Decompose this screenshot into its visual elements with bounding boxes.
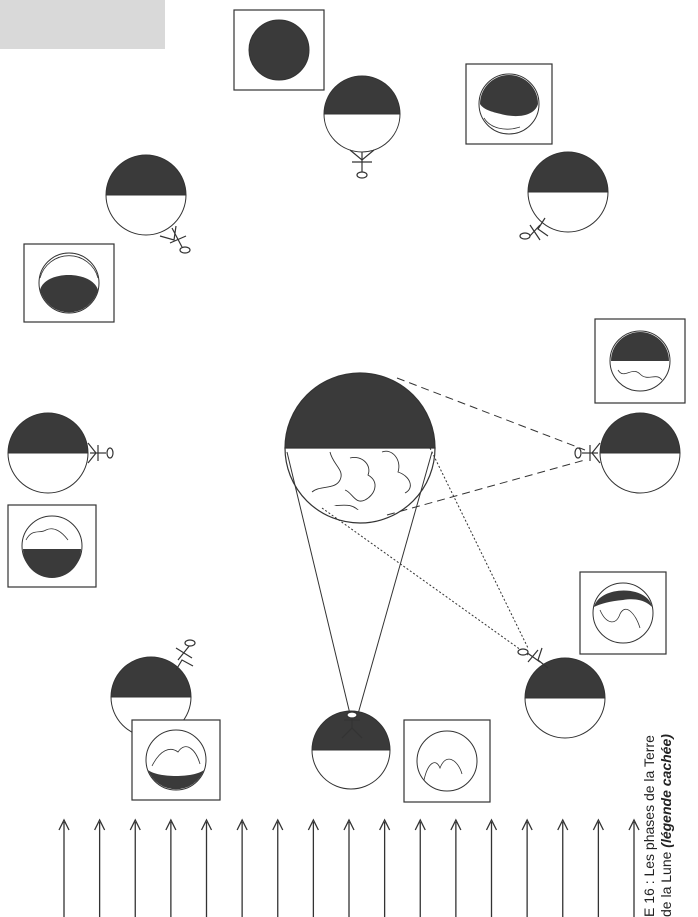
phase-view-box — [23, 243, 115, 323]
sun-ray-arrow-icon — [485, 818, 498, 917]
sun-ray-arrow-icon — [129, 818, 141, 917]
moon-right — [599, 412, 681, 494]
sun-ray-arrow-icon — [557, 818, 569, 917]
sun-ray-arrow-icon — [521, 818, 533, 917]
phase-view-box — [403, 719, 491, 803]
observer-figures — [87, 149, 601, 739]
sun-ray-arrow-icon — [343, 818, 355, 917]
sun-ray-arrow-icon — [165, 818, 177, 917]
sun-ray-arrow-icon — [379, 818, 391, 917]
observer-figure-icon — [341, 711, 363, 739]
observer-figure-icon — [175, 639, 196, 671]
moon-lower-right — [524, 657, 606, 739]
phase-view-box — [131, 719, 221, 801]
sun-rays — [58, 818, 640, 917]
lines-of-sight — [286, 377, 586, 715]
caption-hidden-legend: (légende cachée) — [658, 734, 674, 848]
observer-figure-icon — [159, 225, 191, 254]
sun-ray-arrow-icon — [236, 818, 248, 917]
observer-figure-icon — [574, 442, 601, 464]
observer-figure-icon — [519, 217, 549, 241]
sun-ray-arrow-icon — [272, 818, 284, 917]
phase-view-box — [465, 63, 553, 145]
moon-positions — [7, 75, 681, 790]
observer-figure-icon — [517, 647, 549, 669]
sun-ray-arrow-icon — [58, 818, 70, 917]
sun-ray-arrow-icon — [628, 818, 640, 917]
sun-ray-arrow-icon — [94, 818, 106, 917]
moon-top — [323, 75, 401, 153]
sun-ray-arrow-icon — [450, 818, 462, 917]
moon-bottom — [311, 710, 391, 790]
phase-view-box — [579, 571, 667, 655]
gray-tab — [0, 0, 165, 49]
sun-ray-arrow-icon — [307, 818, 319, 917]
phase-view-box — [594, 318, 686, 404]
caption-line-2-prefix: de la Lune — [658, 847, 674, 917]
phase-view-box — [233, 9, 325, 91]
moon-upper-left — [105, 154, 187, 236]
observer-figure-icon — [87, 442, 114, 464]
phase-views — [7, 9, 686, 803]
caption-line-2: de la Lune (légende cachée) — [658, 657, 675, 917]
sun-ray-arrow-icon — [414, 818, 426, 917]
sun-ray-arrow-icon — [592, 818, 604, 917]
caption-line-1: E 16 : Les phases de la Terre — [641, 735, 657, 917]
moon-left — [7, 412, 89, 494]
observer-figure-icon — [349, 149, 375, 179]
figure-caption: E 16 : Les phases de la Terre de la Lune… — [641, 657, 675, 917]
moon-upper-right — [527, 151, 609, 233]
phase-view-box — [7, 504, 97, 588]
central-earth — [284, 372, 436, 524]
sun-ray-arrow-icon — [200, 818, 213, 917]
